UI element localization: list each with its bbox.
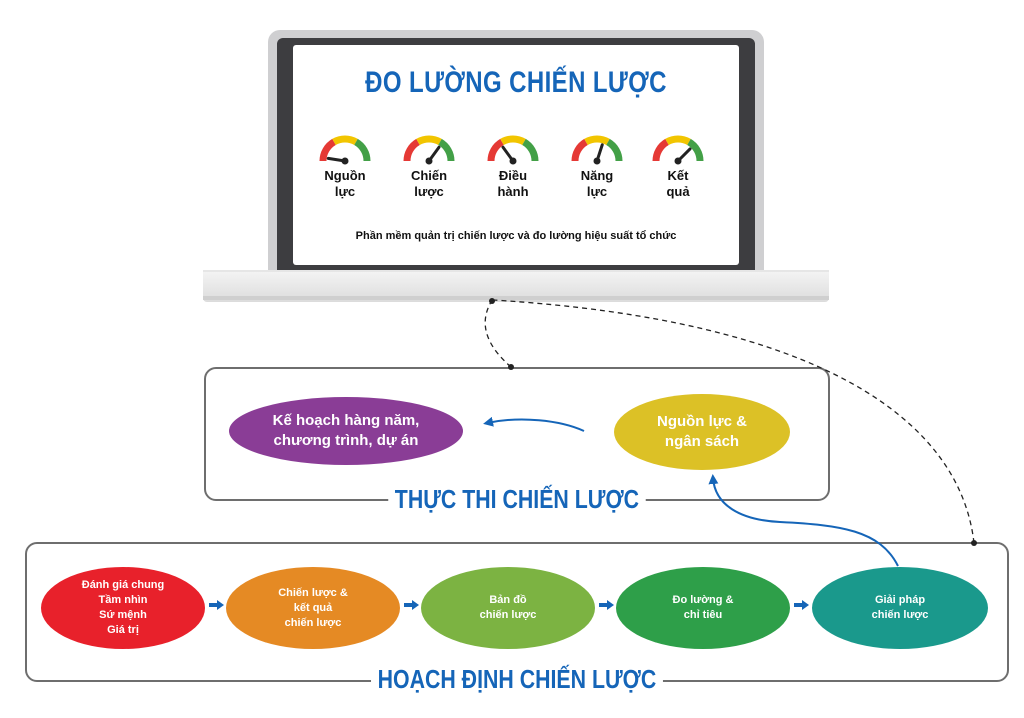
gauge-capability bbox=[569, 133, 625, 170]
gauge-icon bbox=[487, 135, 539, 165]
gauge-label-resources: Nguồn lực bbox=[324, 168, 366, 199]
planning-title-wrap: HOẠCH ĐỊNH CHIẾN LƯỢC bbox=[25, 664, 1009, 694]
gauge-label-strategy: Chiến lược bbox=[410, 168, 448, 199]
planning-title: HOẠCH ĐỊNH CHIẾN LƯỢC bbox=[371, 664, 663, 694]
gauge-results bbox=[650, 133, 706, 170]
gauge-icon bbox=[571, 135, 623, 165]
node-strategy-map[interactable]: Bản đồ chiến lược bbox=[421, 567, 595, 649]
node-strategic-solutions[interactable]: Giải pháp chiến lược bbox=[812, 567, 988, 649]
gauge-label-capability: Năng lực bbox=[580, 168, 614, 199]
dashed-link-execution bbox=[484, 301, 512, 368]
execution-title: THỰC THI CHIẾN LƯỢC bbox=[388, 484, 646, 514]
node-annual-plan[interactable]: Kế hoạch hàng năm, chương trình, dự án bbox=[229, 397, 463, 465]
gauge-label-operations: Điều hành bbox=[497, 168, 529, 199]
gauge-strategy bbox=[401, 133, 457, 170]
gauge-icon bbox=[652, 135, 704, 165]
gauge-resources bbox=[317, 133, 373, 170]
node-assessment[interactable]: Đánh giá chung Tầm nhìn Sứ mệnh Giá trị bbox=[41, 567, 205, 649]
node-resources-budget[interactable]: Nguồn lực & ngân sách bbox=[614, 394, 790, 470]
gauge-label-results: Kết quả bbox=[666, 168, 690, 199]
laptop-base-shadow bbox=[203, 296, 829, 300]
node-strategy-results[interactable]: Chiến lược & kết quả chiến lược bbox=[226, 567, 400, 649]
screen-title: ĐO LƯỜNG CHIẾN LƯỢC bbox=[365, 66, 667, 99]
gauge-icon bbox=[319, 135, 371, 165]
screen-tagline: Phần mềm quản trị chiến lược và đo lường… bbox=[355, 230, 677, 242]
gauge-icon bbox=[403, 135, 455, 165]
node-measures-targets[interactable]: Đo lường & chỉ tiêu bbox=[616, 567, 790, 649]
gauge-operations bbox=[485, 133, 541, 170]
execution-title-wrap: THỰC THI CHIẾN LƯỢC bbox=[204, 484, 830, 514]
